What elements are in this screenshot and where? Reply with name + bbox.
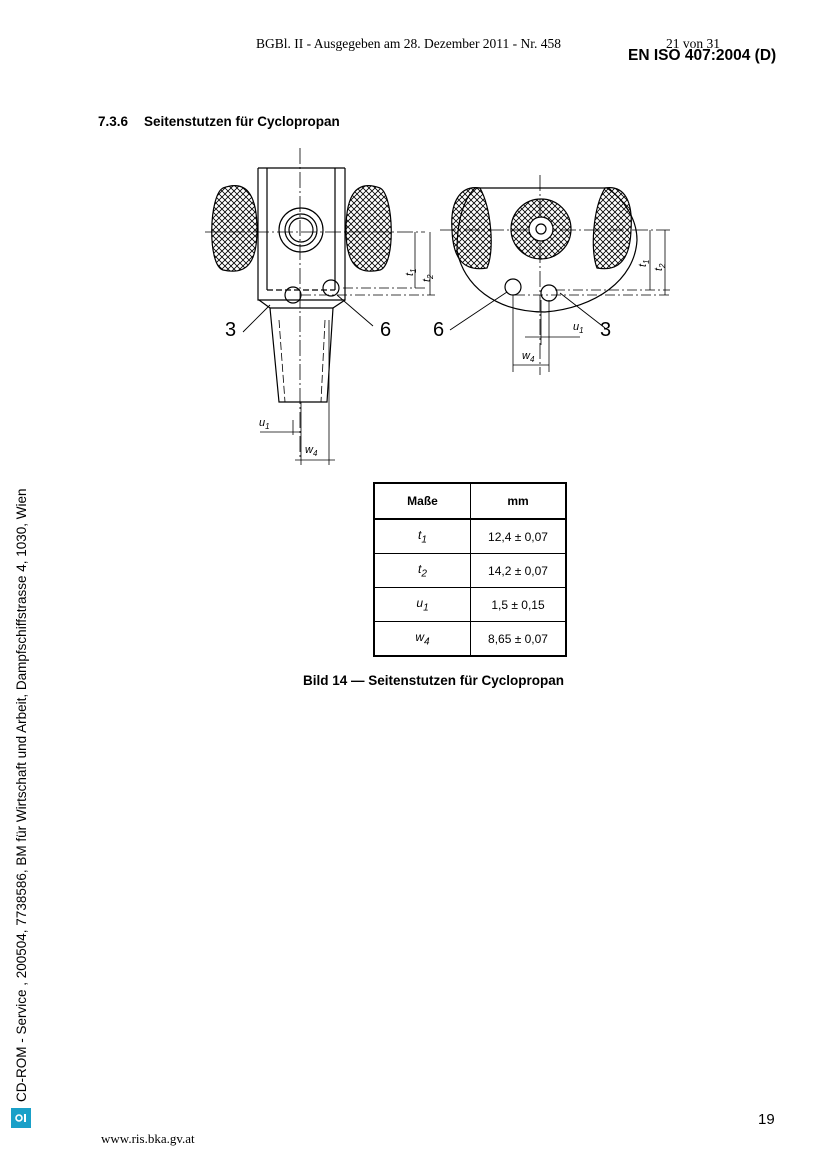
value-cell: 14,2 ± 0,07	[470, 553, 567, 588]
table-header-row: Maße mm	[373, 482, 567, 520]
label-left-3: 3	[225, 319, 236, 341]
standard-title: EN ISO 407:2004 (D)	[628, 47, 777, 64]
label-w4-right: w4	[522, 350, 535, 364]
sidebar-text: CD-ROM - Service , 200504, 7738586, BM f…	[13, 488, 29, 1102]
section-heading: 7.3.6 Seitenstutzen für Cyclopropan	[98, 114, 340, 129]
sidebar-watermark: CD-ROM - Service , 200504, 7738586, BM f…	[10, 458, 32, 1128]
on-logo-icon	[11, 1108, 31, 1128]
label-right-3: 3	[600, 319, 611, 341]
value-cell: 1,5 ± 0,15	[470, 587, 567, 622]
label-t2-right: t2	[653, 263, 667, 271]
section-number: 7.3.6	[98, 114, 129, 129]
label-t1-left: t1	[404, 268, 418, 276]
page-count: 21 von 31	[666, 36, 720, 51]
table-row: w4 8,65 ± 0,07	[373, 621, 567, 657]
table-row: t1 12,4 ± 0,07	[373, 518, 567, 554]
label-left-6: 6	[380, 319, 391, 341]
table-row: t2 14,2 ± 0,07	[373, 553, 567, 588]
dimensions-table: Maße mm t1 12,4 ± 0,07 t2 14,2 ± 0,07 u1…	[373, 482, 567, 657]
symbol-cell: u1	[373, 587, 471, 622]
symbol-cell: t2	[373, 553, 471, 588]
label-t1-right: t1	[637, 259, 651, 267]
value-cell: 8,65 ± 0,07	[470, 621, 567, 657]
value-cell: 12,4 ± 0,07	[470, 518, 567, 554]
technical-drawing: 3 6 6 3 t1 t2 t1 t2 u1 w4 u1 w4	[205, 148, 670, 465]
figure-caption: Bild 14 — Seitenstutzen für Cyclopropan	[303, 673, 565, 688]
label-right-6: 6	[433, 319, 444, 341]
label-w4-left: w4	[305, 444, 318, 458]
gazette-header: BGBl. II - Ausgegeben am 28. Dezember 20…	[256, 36, 562, 51]
symbol-cell: t1	[373, 518, 471, 554]
column-header-masse: Maße	[373, 482, 471, 520]
symbol-cell: w4	[373, 621, 471, 657]
footer-url[interactable]: www.ris.bka.gv.at	[101, 1131, 195, 1146]
page-number: 19	[758, 1111, 775, 1128]
label-u1-left: u1	[259, 417, 270, 431]
column-header-mm: mm	[470, 482, 567, 520]
label-u1-right: u1	[573, 321, 584, 335]
table-row: u1 1,5 ± 0,15	[373, 587, 567, 622]
label-t2-left: t2	[421, 274, 435, 282]
section-title: Seitenstutzen für Cyclopropan	[144, 114, 340, 129]
